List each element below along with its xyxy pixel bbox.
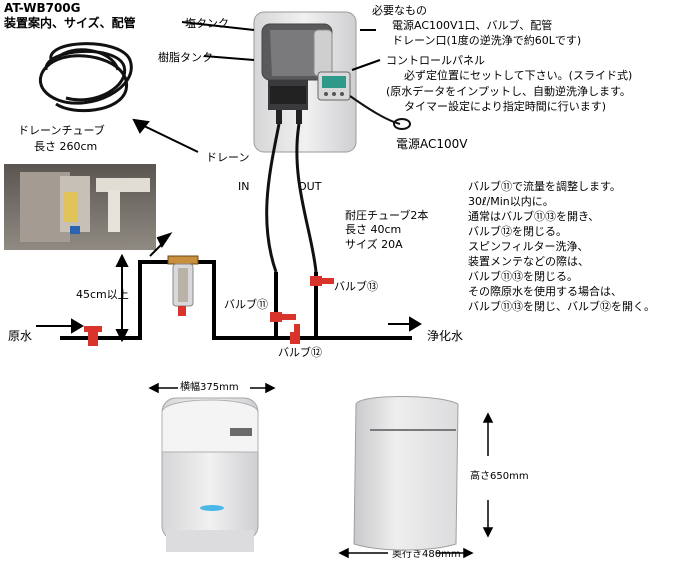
pressure-tube-title: 耐圧チューブ2本 xyxy=(345,209,429,222)
valve-13-icon xyxy=(310,276,334,286)
unit-front-view xyxy=(161,397,259,552)
note-line: 通常はバルブ⑪⑬を開き、 xyxy=(468,210,600,223)
note-line: バルブ⑪⑬を閉じ、バルブ⑫を開く。 xyxy=(468,300,655,313)
drain-tube-title: ドレーンチューブ xyxy=(18,124,105,137)
height-dimension: 高さ650mm xyxy=(470,471,529,482)
resin-tank-label: 樹脂タンク xyxy=(158,51,213,64)
valve-13-label: バルブ⑬ xyxy=(334,280,378,293)
note-line: 30ℓ/Min以内に。 xyxy=(468,195,554,208)
note-line: バルブ⑪⑬を閉じる。 xyxy=(468,270,578,283)
pressure-tube-size: サイズ 20A xyxy=(345,238,403,251)
note-line: バルブ⑪で流量を調整します。 xyxy=(468,180,621,193)
power-cord xyxy=(349,95,411,130)
model-name: AT-WB700G xyxy=(4,1,81,15)
valve-12-icon xyxy=(290,324,300,344)
drain-label: ドレーン xyxy=(206,151,250,164)
main-unit-top xyxy=(253,11,357,153)
depth-dimension: 奥行き480mm xyxy=(392,549,461,560)
valve-11-icon xyxy=(270,312,296,322)
power-label: 電源AC100V xyxy=(396,137,468,151)
drain-tube-coil xyxy=(38,42,133,113)
pipe-line xyxy=(60,260,412,340)
requirements-line1: 電源AC100V1口、バルブ、配管 xyxy=(392,19,553,32)
installation-photo xyxy=(4,164,156,250)
control-panel-line3: タイマー設定により指定時間に行います) xyxy=(404,100,607,113)
valve-11-label: バルブ⑪ xyxy=(224,298,268,311)
unit-side-view xyxy=(353,396,459,551)
control-panel-line2: (原水データをインプットし、自動逆洗浄します。 xyxy=(386,85,631,98)
note-line: バルブ⑫を閉じる。 xyxy=(468,225,567,238)
requirements-line2: ドレーン口(1度の逆洗浄で約60Lです) xyxy=(392,34,582,47)
valve-icon xyxy=(84,326,102,346)
in-label: IN xyxy=(238,180,250,193)
arrow-icon xyxy=(36,21,422,343)
width-dimension: 横幅375mm xyxy=(180,382,239,393)
pressure-tube-length: 長さ 40cm xyxy=(345,223,402,236)
control-panel-title: コントロールパネル xyxy=(386,54,485,67)
out-label: OUT xyxy=(298,180,322,193)
dimension-arrows xyxy=(148,382,494,559)
note-line: その際原水を使用する場合は、 xyxy=(468,285,622,298)
page-subtitle: 装置案内、サイズ、配管 xyxy=(4,16,136,30)
valve-12-label: バルブ⑫ xyxy=(278,346,322,359)
pressure-hoses xyxy=(265,123,318,273)
height-min-label: 45cm以上 xyxy=(76,288,129,301)
control-panel-line1: 必ず定位置にセットして下さい。(スライド式) xyxy=(404,69,633,82)
spin-filter xyxy=(167,255,199,316)
drain-tube-length: 長さ 260cm xyxy=(34,140,98,153)
note-line: スピンフィルター洗浄、 xyxy=(468,240,589,253)
requirements-title: 必要なもの xyxy=(372,4,427,17)
raw-water-label: 原水 xyxy=(8,329,33,343)
valve-notes: バルブ⑪で流量を調整します。 30ℓ/Min以内に。 通常はバルブ⑪⑬を開き、 … xyxy=(468,180,655,313)
note-line: 装置メンテなどの際は、 xyxy=(468,255,589,268)
purified-water-label: 浄化水 xyxy=(427,329,464,343)
